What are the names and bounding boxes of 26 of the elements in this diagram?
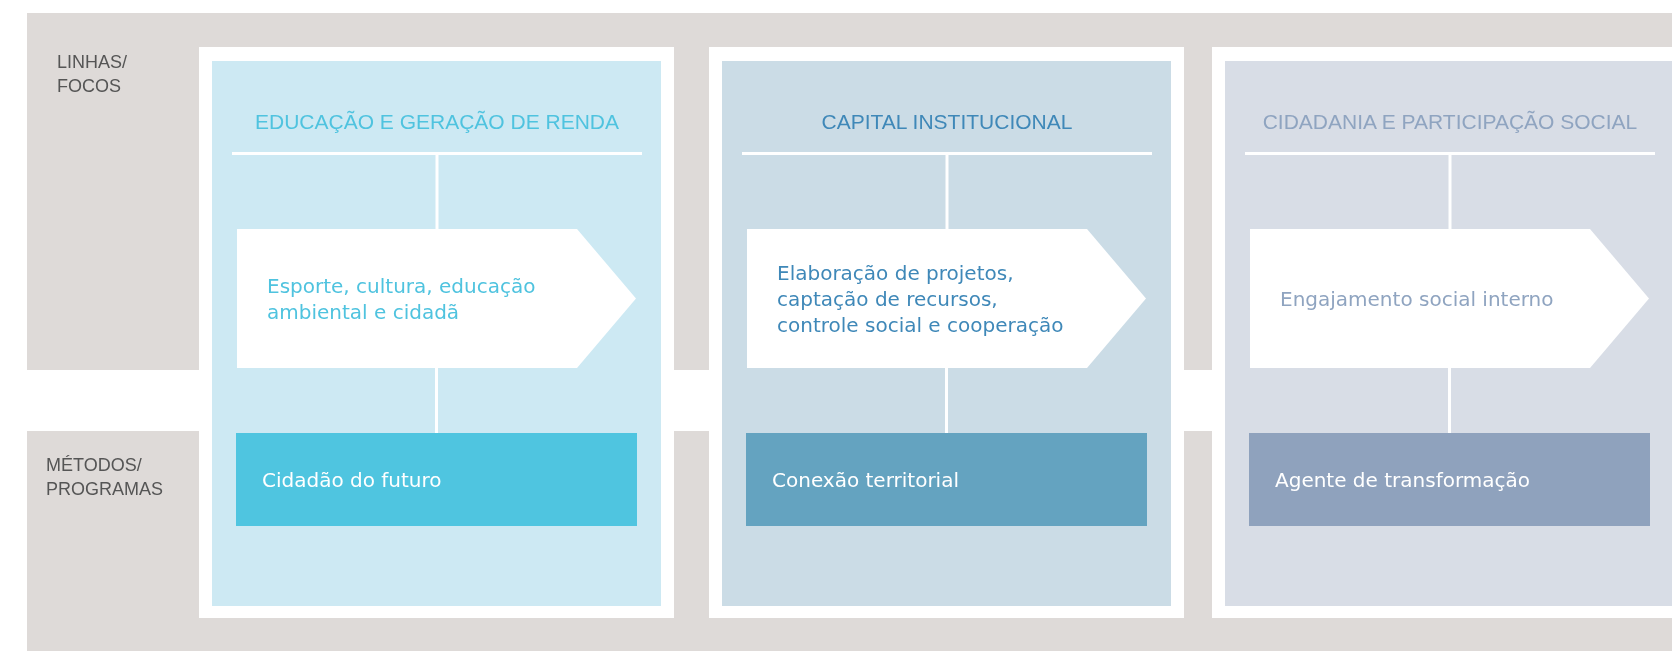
heading-text: CIDADANIA E PARTICIPAÇÃO SOCIAL (1262, 109, 1638, 134)
focus-text: Esporte, cultura, educação ambiental e cidadã (267, 272, 537, 325)
connector-line (945, 155, 949, 229)
program-box (746, 433, 1147, 526)
connector-line (945, 368, 948, 433)
column-panel (722, 61, 1171, 606)
column-panel (212, 61, 661, 606)
heading-text: CAPITAL INSTITUCIONAL (821, 109, 1073, 134)
connector-line (1448, 368, 1451, 433)
chevron-shape (1250, 229, 1649, 368)
row-label: LINHAS/ FOCOS (57, 51, 129, 98)
chevron-shape (747, 229, 1146, 368)
connector-line (435, 155, 439, 229)
focus-text: Engajamento social interno (1280, 285, 1554, 312)
connector-line (435, 368, 438, 433)
focus-text: Elaboração de projetos, captação de recursos, controle social e cooperação (777, 259, 1065, 338)
heading-text: EDUCAÇÃO E GERAÇÃO DE RENDA (254, 109, 620, 134)
program-box (236, 433, 637, 526)
program-text: Conexão territorial (772, 467, 959, 492)
program-box (1249, 433, 1650, 526)
program-text: Agente de transformação (1275, 467, 1530, 492)
chevron-shape (237, 229, 636, 368)
column-panel (1225, 61, 1672, 606)
connector-line (1448, 155, 1452, 229)
program-text: Cidadão do futuro (262, 467, 442, 492)
row-label: MÉTODOS/ PROGRAMAS (46, 454, 165, 501)
